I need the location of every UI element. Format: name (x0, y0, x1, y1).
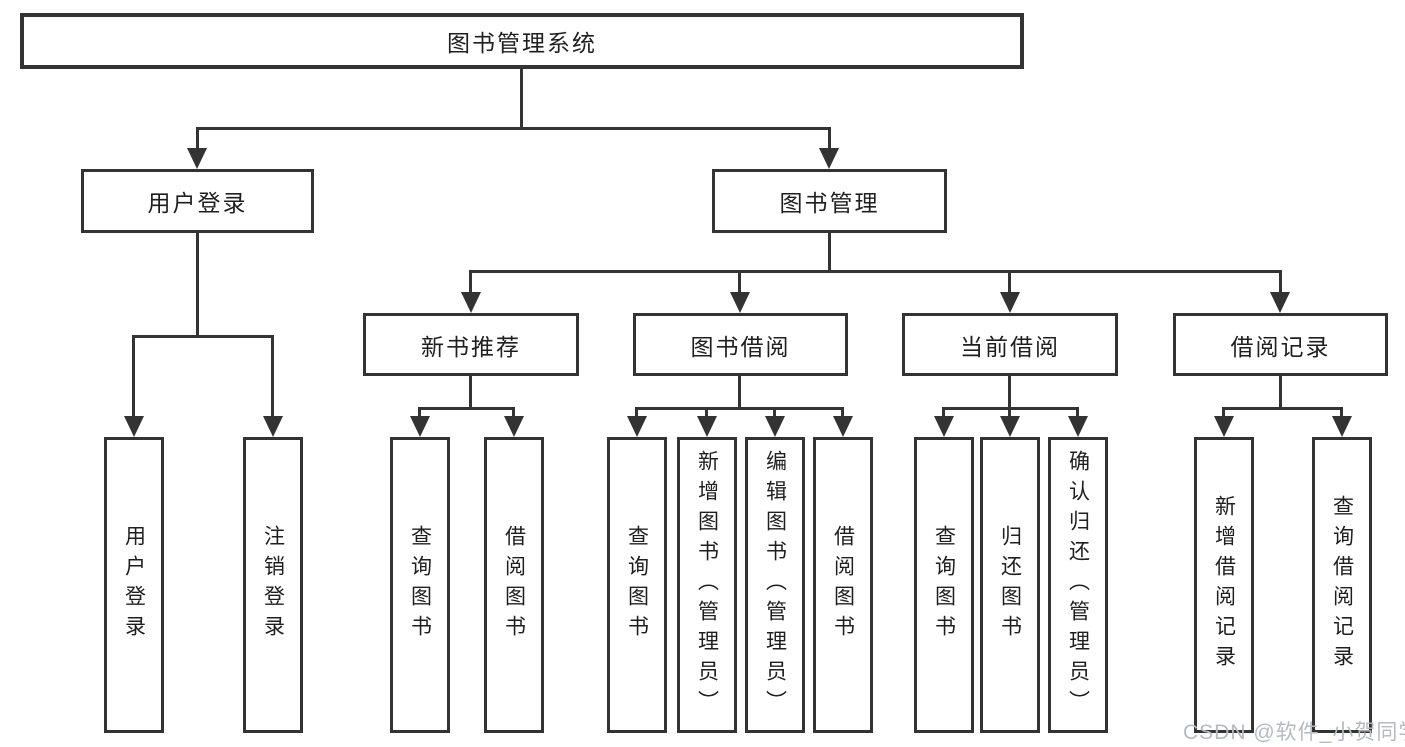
connector-line (1279, 376, 1282, 410)
leaf-label: 查询图书 (625, 525, 649, 645)
node-label: 当前借阅 (960, 333, 1060, 360)
connector-line (196, 127, 199, 153)
leaf-confirm-return-admin: 确认归还（管理员） (1048, 437, 1108, 733)
leaf-label: 用户登录 (122, 525, 146, 645)
node-book-borrowing: 图书借阅 (633, 313, 848, 376)
connector-line (520, 69, 523, 127)
node-current-borrowing: 当前借阅 (902, 313, 1118, 376)
arrowhead-icon (1270, 292, 1290, 313)
leaf-label: 借阅图书 (502, 525, 526, 645)
node-book-management: 图书管理 (712, 169, 947, 233)
connector-line (1076, 407, 1079, 422)
connector-line (132, 335, 135, 420)
connector-line (1008, 270, 1011, 296)
node-new-book-recommend: 新书推荐 (363, 313, 579, 376)
connector-line (942, 407, 945, 422)
csdn-watermark: CSDN @软件_小贺同学 (1183, 721, 1405, 744)
connector-line (512, 407, 515, 422)
connector-line (841, 407, 844, 422)
leaf-add-books-admin: 新增图书（管理员） (677, 437, 737, 733)
leaf-borrow-books-recommend: 借阅图书 (484, 437, 544, 733)
arrowhead-icon (697, 416, 717, 437)
leaf-label: 查询图书 (932, 525, 956, 645)
arrowhead-icon (1214, 416, 1234, 437)
connector-line (469, 376, 472, 410)
leaf-label: 注销登录 (261, 525, 285, 645)
leaf-label: 编辑图书（管理员） (763, 450, 787, 720)
node-label: 用户登录 (147, 190, 248, 216)
arrowhead-icon (1000, 292, 1020, 313)
connector-line (738, 376, 741, 410)
connector-line (469, 270, 472, 296)
leaf-query-books-current: 查询图书 (914, 437, 974, 733)
connector-line (271, 335, 274, 420)
connector-line (1008, 407, 1011, 422)
connector-line (418, 407, 421, 422)
connector-line (1222, 407, 1225, 422)
connector-line (738, 270, 741, 296)
leaf-label: 借阅图书 (831, 525, 855, 645)
node-label: 图书管理 (779, 190, 880, 216)
leaf-label: 新增图书（管理员） (695, 450, 719, 720)
arrowhead-icon (819, 148, 839, 169)
connector-line (418, 407, 515, 410)
leaf-label: 新增借阅记录 (1212, 495, 1236, 675)
node-borrowing-records: 借阅记录 (1173, 313, 1388, 376)
node-library-system: 图书管理系统 (20, 13, 1024, 69)
arrowhead-icon (1332, 416, 1352, 437)
leaf-query-books-borrowing: 查询图书 (607, 437, 667, 733)
leaf-label: 归还图书 (998, 525, 1022, 645)
connector-line (635, 407, 844, 410)
connector-line (1222, 407, 1343, 410)
leaf-borrow-books: 借阅图书 (813, 437, 873, 733)
node-label: 借阅记录 (1230, 333, 1331, 360)
connector-line (705, 407, 708, 422)
arrowhead-icon (765, 416, 785, 437)
connector-line (1279, 270, 1282, 296)
node-user-login: 用户登录 (81, 169, 314, 233)
node-label: 图书管理系统 (447, 30, 597, 56)
connector-line (1008, 376, 1011, 410)
connector-line (469, 270, 1282, 273)
arrowhead-icon (504, 416, 524, 437)
leaf-label: 查询图书 (408, 525, 432, 645)
connector-line (828, 233, 831, 270)
arrowhead-icon (627, 416, 647, 437)
leaf-return-books: 归还图书 (980, 437, 1040, 733)
arrowhead-icon (833, 416, 853, 437)
leaf-user-login: 用户登录 (104, 437, 164, 733)
leaf-label: 查询借阅记录 (1330, 495, 1354, 675)
connector-line (196, 127, 831, 130)
arrowhead-icon (934, 416, 954, 437)
leaf-logout: 注销登录 (243, 437, 303, 733)
connector-line (132, 335, 274, 338)
connector-line (635, 407, 638, 422)
connector-line (773, 407, 776, 422)
connector-line (1340, 407, 1343, 422)
arrowhead-icon (263, 416, 283, 437)
arrowhead-icon (187, 148, 207, 169)
arrowhead-icon (1068, 416, 1088, 437)
node-label: 新书推荐 (421, 333, 521, 360)
connector-line (196, 233, 199, 335)
leaf-add-borrow-record: 新增借阅记录 (1194, 437, 1254, 733)
connector-line (828, 127, 831, 153)
leaf-query-books-recommend: 查询图书 (390, 437, 450, 733)
node-label: 图书借阅 (690, 333, 791, 360)
arrowhead-icon (1000, 416, 1020, 437)
arrowhead-icon (124, 416, 144, 437)
leaf-label: 确认归还（管理员） (1066, 450, 1090, 720)
arrowhead-icon (461, 292, 481, 313)
leaf-edit-books-admin: 编辑图书（管理员） (745, 437, 805, 733)
arrowhead-icon (730, 292, 750, 313)
leaf-query-borrow-record: 查询借阅记录 (1312, 437, 1372, 733)
arrowhead-icon (410, 416, 430, 437)
